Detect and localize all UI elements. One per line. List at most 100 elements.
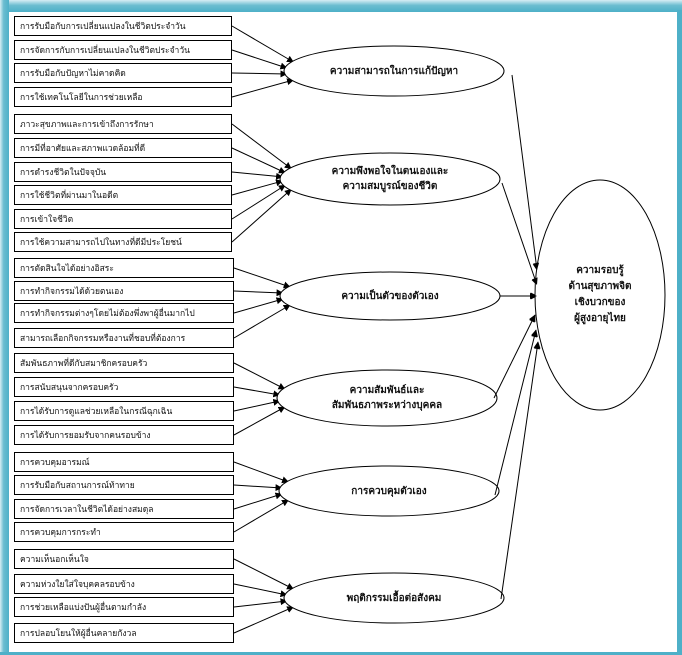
frame-top-border: [0, 0, 682, 12]
indicator-arrow: [231, 179, 284, 196]
indicator-box-prosocial: ความห่วงใยใส่ใจบุคคลรอบข้าง: [14, 574, 234, 594]
indicator-box-self-control: การจัดการเวลาในชีวิตได้อย่างสมดุล: [14, 499, 234, 519]
frame-bottom-border: [0, 652, 682, 655]
indicator-box-self-satisfaction: การใช้ชีวิตที่ผ่านมาในอดีต: [14, 185, 232, 205]
factor-label-line: ความสามารถในการแก้ปัญหา: [329, 65, 459, 77]
factor-to-outcome-arrow: [501, 182, 539, 286]
factor-label-autonomy: ความเป็นตัวของตัวเอง: [280, 272, 500, 320]
factor-label-line: ความพึงพอใจในตนเองและ: [331, 166, 449, 177]
frame-right-border: [677, 10, 682, 655]
indicator-label: การทำกิจกรรมได้ด้วยตนเอง: [20, 287, 124, 297]
outcome-label-line: เชิงบวกของ: [574, 297, 626, 308]
indicator-box-self-satisfaction: ภาวะสุขภาพและการเข้าถึงการรักษา: [14, 114, 232, 134]
frame-left-border: [0, 0, 9, 655]
factor-ellipse-relationships: [276, 369, 498, 427]
indicator-box-prosocial: การปลอบโยนให้ผู้อื่นคลายกังวล: [14, 623, 234, 643]
arrowhead: [529, 315, 535, 323]
factor-to-outcome-arrow: [493, 314, 536, 399]
indicator-label: สัมพันธภาพที่ดีกับสมาชิกครอบครัว: [20, 359, 148, 369]
arrowhead: [531, 330, 538, 338]
indicator-box-self-satisfaction: การเข้าใจชีวิต: [14, 209, 232, 229]
indicator-arrow: [233, 398, 281, 412]
indicator-label: การดำรงชีวิตในปัจจุบัน: [20, 168, 107, 178]
indicator-arrow: [231, 188, 292, 243]
indicator-box-self-control: การรับมือกับสถานการณ์ท้าทาย: [14, 475, 234, 495]
factor-label-self-satisfaction: ความพึงพอใจในตนเองและความสมบูรณ์ของชีวิต: [280, 153, 500, 205]
factor-label-self-control: การควบคุมตัวเอง: [279, 466, 499, 516]
indicator-arrow: [231, 171, 284, 180]
indicator-box-problem-solving: การจัดการกับการเปลี่ยนแปลงในชีวิตประจำวั…: [14, 40, 232, 60]
indicator-box-problem-solving: การรับมือกับการเปลี่ยนแปลงในชีวิตประจำวั…: [14, 16, 232, 36]
indicator-arrow: [233, 583, 288, 598]
indicator-arrow: [231, 147, 286, 174]
indicator-box-autonomy: การทำกิจกรรมต่างๆโดยไม่ต้องพึ่งพาผู้อื่น…: [14, 303, 234, 323]
indicator-box-self-satisfaction: การใช้ความสามารถไปในทางที่ดีมีประโยชน์: [14, 232, 232, 252]
indicator-label: การมีที่อาศัยและสภาพแวดล้อมที่ดี: [20, 144, 146, 154]
indicator-box-self-control: การควบคุมอารมณ์: [14, 452, 234, 472]
indicator-label: การช่วยเหลือแบ่งปันผู้อื่นตามกำลัง: [20, 603, 147, 613]
arrowhead: [534, 342, 540, 350]
outcome-label-line: ผู้สูงอายุไทย: [574, 313, 626, 324]
factor-to-outcome-arrow: [511, 74, 540, 271]
outcome-label-line: ด้านสุขภาพจิต: [568, 281, 632, 292]
indicator-box-problem-solving: การรับมือกับปัญหาไม่คาดคิด: [14, 63, 232, 83]
factor-label-line: พฤติกรรมเอื้อต่อสังคม: [346, 592, 442, 604]
indicator-label: การรับมือกับปัญหาไม่คาดคิด: [20, 69, 126, 79]
factor-label-line: สัมพันธภาพระหว่างบุคคล: [331, 400, 443, 411]
indicator-box-relationships: การได้รับการดูแลช่วยเหลือในกรณีฉุกเฉิน: [14, 401, 234, 421]
indicator-label: การใช้ความสามารถไปในทางที่ดีมีประโยชน์: [20, 238, 182, 248]
indicator-arrow: [231, 49, 288, 70]
indicator-label: การได้รับการดูแลช่วยเหลือในกรณีฉุกเฉิน: [20, 407, 173, 417]
indicator-box-self-satisfaction: การมีที่อาศัยและสภาพแวดล้อมที่ดี: [14, 138, 232, 158]
indicator-arrow: [233, 499, 289, 533]
indicator-arrow: [233, 558, 295, 590]
indicator-arrow: [233, 606, 295, 634]
indicator-arrow: [233, 304, 291, 339]
indicator-label: ภาวะสุขภาพและการเข้าถึงการรักษา: [20, 120, 154, 130]
indicator-label: การได้รับการยอมรับจากคนรอบข้าง: [20, 431, 151, 441]
factor-label-line: ความสัมพันธ์และ: [349, 385, 425, 396]
indicator-label: การรับมือกับการเปลี่ยนแปลงในชีวิตประจำวั…: [20, 22, 186, 32]
indicator-arrow: [233, 362, 286, 390]
factor-ellipse-problem-solving: [283, 45, 505, 97]
indicator-box-autonomy: สามารถเลือกกิจกรรมหรืองานที่ชอบที่ต้องกา…: [14, 328, 234, 348]
indicator-label: การปลอบโยนให้ผู้อื่นคลายกังวล: [20, 629, 137, 639]
indicator-arrow: [233, 297, 284, 314]
indicator-label: การใช้เทคโนโลยีในการช่วยเหลือ: [20, 93, 143, 103]
factor-to-outcome-arrow: [494, 329, 538, 496]
indicator-label: การจัดการเวลาในชีวิตได้อย่างสมดุล: [20, 505, 154, 515]
indicator-arrow: [233, 289, 284, 297]
factor-label-relationships: ความสัมพันธ์และสัมพันธภาพระหว่างบุคคล: [277, 370, 497, 426]
indicator-box-relationships: การสนับสนุนจากครอบครัว: [14, 377, 234, 397]
indicator-arrow: [233, 386, 281, 398]
indicator-label: ความห่วงใยใส่ใจบุคคลรอบข้าง: [20, 580, 135, 590]
indicator-box-problem-solving: การใช้เทคโนโลยีในการช่วยเหลือ: [14, 87, 232, 107]
indicator-arrow: [231, 184, 286, 220]
outcome-ellipse: [534, 179, 666, 411]
indicator-arrow: [231, 70, 288, 78]
factor-ellipse-self-satisfaction: [279, 152, 501, 206]
indicator-arrow: [231, 123, 292, 170]
outcome-label-line: ความรอบรู้: [576, 265, 624, 276]
factor-label-line: ความสมบูรณ์ของชีวิต: [342, 181, 438, 192]
indicator-label: การควบคุมอารมณ์: [20, 458, 90, 468]
arrowhead: [531, 277, 538, 285]
indicator-arrow: [233, 598, 288, 608]
indicator-arrow: [233, 484, 283, 492]
indicator-arrow: [233, 492, 283, 510]
indicator-box-prosocial: ความเห็นอกเห็นใจ: [14, 549, 234, 569]
indicator-label: การใช้ชีวิตที่ผ่านมาในอดีต: [20, 191, 119, 201]
indicator-label: การรับมือกับสถานการณ์ท้าทาย: [20, 481, 135, 491]
indicator-box-self-control: การควบคุมการกระทำ: [14, 522, 234, 542]
factor-ellipse-prosocial: [283, 572, 505, 624]
outcome-label: ความรอบรู้ด้านสุขภาพจิตเชิงบวกของผู้สูงอ…: [535, 180, 665, 410]
arrowhead: [533, 262, 540, 270]
indicator-box-relationships: สัมพันธภาพที่ดีกับสมาชิกครอบครัว: [14, 353, 234, 373]
indicator-label: สามารถเลือกกิจกรรมหรืองานที่ชอบที่ต้องกา…: [20, 334, 186, 344]
arrowhead: [530, 293, 537, 299]
indicator-arrow: [231, 25, 294, 63]
indicator-arrow: [233, 406, 286, 436]
indicator-label: ความเห็นอกเห็นใจ: [20, 555, 89, 565]
factor-to-outcome-arrow: [500, 341, 541, 600]
